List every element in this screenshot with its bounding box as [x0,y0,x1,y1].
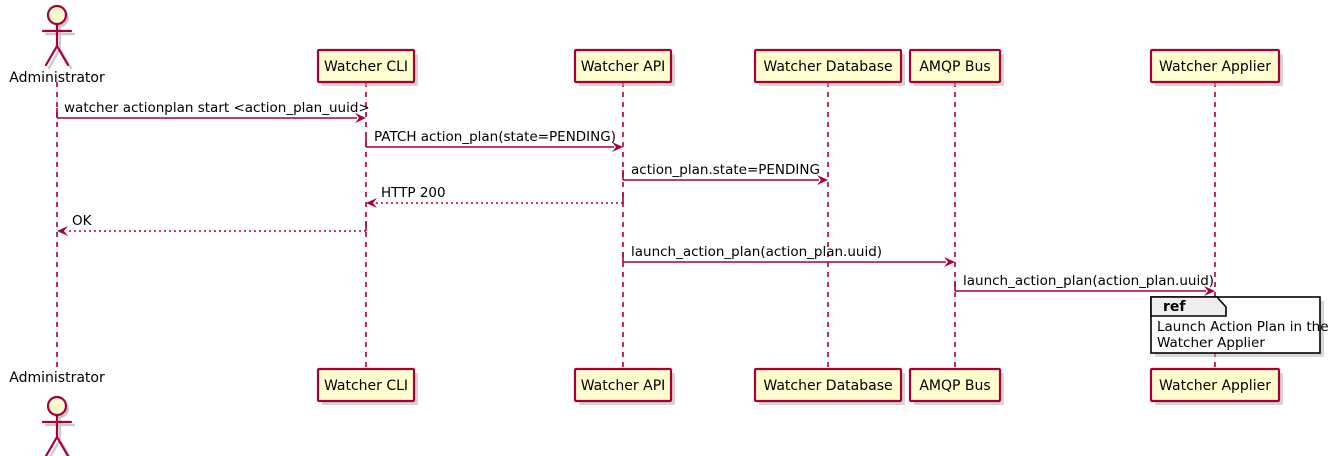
message-2: PATCH action_plan(state=PENDING) [365,129,623,152]
participant-label-watcher-cli: Watcher CLI [324,378,408,394]
actor-head-icon [46,4,68,26]
message-label-3: action_plan.state=PENDING [631,162,820,178]
participant-label-watcher-api: Watcher API [581,59,666,75]
participant-label-watcher-database: Watcher Database [763,378,892,394]
message-arrowhead [57,226,68,236]
message-arrowhead [944,257,955,267]
participant-box-watcher-applier[interactable]: Watcher Applier [1149,367,1283,405]
participant-label-watcher-applier: Watcher Applier [1159,59,1271,75]
participant-label-watcher-database: Watcher Database [763,59,892,75]
message-arrowhead [612,142,623,152]
participant-label-watcher-cli: Watcher CLI [324,59,408,75]
participant-rect[interactable] [1149,367,1281,403]
participant-box-watcher-database[interactable]: Watcher Database [753,367,905,405]
message-label-7: launch_action_plan(action_plan.uuid) [963,273,1214,289]
message-label-4: HTTP 200 [381,185,446,201]
participant-box-watcher-cli[interactable]: Watcher CLI [316,367,418,405]
participant-rect[interactable] [1149,48,1281,84]
message-3: action_plan.state=PENDING [622,162,828,185]
message-6: launch_action_plan(action_plan.uuid) [622,244,955,267]
message-label-5: OK [72,213,93,229]
participant-rect[interactable] [573,48,673,84]
participant-box-amqp-bus[interactable]: AMQP Bus [908,48,1004,86]
message-arrowhead [817,175,828,185]
ref-keyword-label: ref [1163,299,1186,315]
actor-body-icon [41,22,73,67]
message-arrowhead [355,113,366,123]
participant-box-amqp-bus[interactable]: AMQP Bus [908,367,1004,405]
message-label-2: PATCH action_plan(state=PENDING) [374,129,616,145]
participant-box-watcher-api[interactable]: Watcher API [573,367,675,405]
message-arrowhead [366,198,377,208]
participant-rect[interactable] [908,367,1002,403]
participant-box-watcher-database[interactable]: Watcher Database [753,48,905,86]
participant-box-watcher-api[interactable]: Watcher API [573,48,675,86]
participant-rect[interactable] [753,48,903,84]
message-1: watcher actionplan start <action_plan_uu… [56,100,370,123]
participant-label-watcher-applier: Watcher Applier [1159,378,1271,394]
participant-rect[interactable] [316,367,416,403]
ref-text-line-1: Launch Action Plan in the [1157,319,1329,335]
participant-label-amqp-bus: AMQP Bus [919,378,990,394]
actor-label-administrator: Administrator [9,70,105,86]
ref-text-line-2: Watcher Applier [1157,335,1265,351]
participant-rect[interactable] [753,367,903,403]
participant-label-amqp-bus: AMQP Bus [919,59,990,75]
message-arrowhead [1204,286,1215,296]
actor-label-administrator: Administrator [9,370,105,386]
participant-box-watcher-cli[interactable]: Watcher CLI [316,48,418,86]
message-4: HTTP 200 [366,185,624,208]
message-7: launch_action_plan(action_plan.uuid) [954,273,1215,296]
message-label-6: launch_action_plan(action_plan.uuid) [631,244,882,260]
participant-rect[interactable] [316,48,416,84]
participant-box-watcher-applier[interactable]: Watcher Applier [1149,48,1283,86]
ref-tab-shape [1150,296,1227,317]
message-5: OK [57,213,367,236]
actor-administrator: Administrator [9,370,105,456]
participant-rect[interactable] [908,48,1002,84]
actor-head-icon [46,395,68,417]
participant-rect[interactable] [573,367,673,403]
participant-label-watcher-api: Watcher API [581,378,666,394]
message-label-1: watcher actionplan start <action_plan_uu… [64,100,370,116]
actor-body-icon [41,413,73,456]
actor-administrator: Administrator [9,4,105,86]
